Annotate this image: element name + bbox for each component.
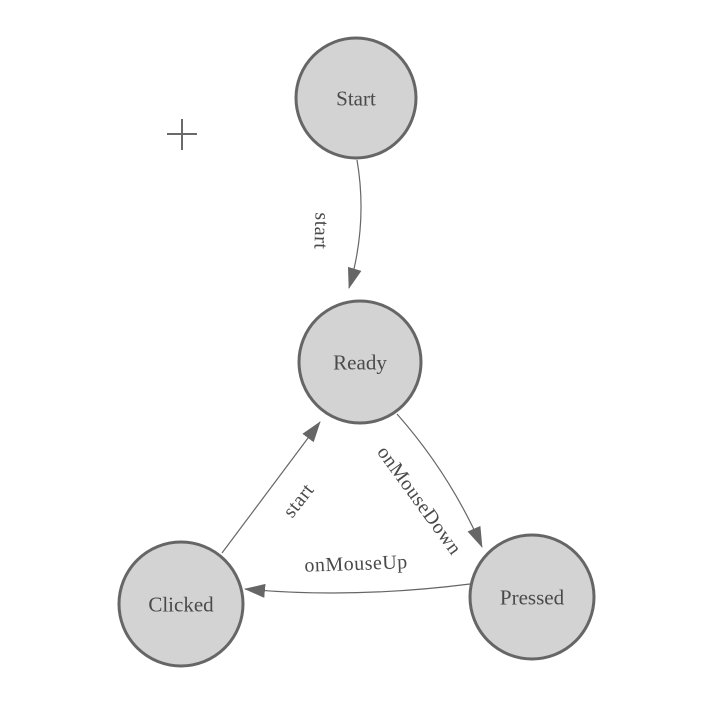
transition-clicked-to-ready[interactable] — [221, 421, 321, 554]
state-node-start[interactable]: Start — [294, 36, 418, 160]
transition-label-start-diagonal: start — [279, 479, 319, 522]
state-circle-clicked[interactable] — [117, 540, 245, 668]
state-circle-ready[interactable] — [297, 299, 423, 425]
state-node-ready[interactable]: Ready — [297, 299, 423, 425]
state-label-start: Start — [336, 86, 376, 110]
state-circle-pressed[interactable] — [468, 533, 596, 661]
transition-pressed-to-clicked[interactable] — [244, 583, 471, 598]
transition-label-start-vertical: start — [309, 212, 332, 250]
transition-label-onmousedown: onMouseDown — [372, 442, 466, 559]
state-label-pressed: Pressed — [500, 585, 565, 609]
state-circle-start[interactable] — [294, 36, 418, 160]
state-node-clicked[interactable]: Clicked — [117, 540, 245, 668]
transition-start-to-ready[interactable] — [347, 159, 362, 289]
crosshair-plus-icon — [167, 119, 197, 150]
transition-label-onmouseup: onMouseUp — [304, 551, 408, 577]
state-label-clicked: Clicked — [148, 592, 214, 616]
state-node-pressed[interactable]: Pressed — [468, 533, 596, 661]
transition-ready-to-pressed[interactable] — [396, 413, 483, 548]
state-label-ready: Ready — [333, 350, 387, 374]
